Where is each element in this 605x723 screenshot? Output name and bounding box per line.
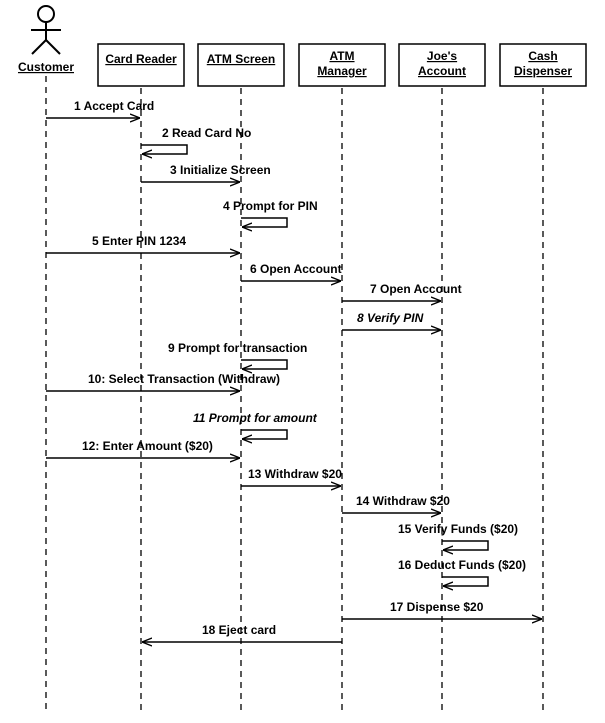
lifeline-head-card-reader: Card Reader: [97, 43, 185, 87]
lifeline-head-customer: Customer: [18, 60, 74, 74]
lifeline-box: [298, 43, 386, 87]
messages: 1 Accept Card 2 Read Card No 3 Initialize …: [46, 99, 542, 642]
message-label: 8 Verify PIN: [357, 311, 424, 325]
message-5: 5 Enter PIN 1234: [46, 234, 240, 253]
message-6: 6 Open Account: [241, 262, 342, 281]
lifeline-label: Account: [418, 64, 466, 78]
message-label: 10: Select Transaction (Withdraw): [88, 372, 280, 386]
message-12: 12: Enter Amount ($20): [46, 439, 240, 458]
self-message-arrow: [241, 359, 288, 369]
actor-stick-figure-icon: [31, 5, 61, 55]
message-2: 2 Read Card No: [141, 126, 251, 154]
message-7: 7 Open Account: [342, 282, 462, 301]
self-message-arrow: [241, 429, 288, 439]
lifeline-label: Manager: [317, 64, 367, 78]
message-label: 16 Deduct Funds ($20): [398, 558, 526, 572]
message-15: 15 Verify Funds ($20): [398, 522, 518, 550]
message-4: 4 Prompt for PIN: [223, 199, 318, 227]
lifeline-label: Card Reader: [105, 52, 177, 66]
lifeline-label: Cash: [528, 49, 557, 63]
message-11: 11 Prompt for amount: [193, 411, 318, 439]
message-label: 13 Withdraw $20: [248, 467, 342, 481]
message-label: 4 Prompt for PIN: [223, 199, 318, 213]
lifeline-label: Customer: [18, 60, 74, 74]
message-label: 1 Accept Card: [74, 99, 154, 113]
message-16: 16 Deduct Funds ($20): [398, 558, 526, 586]
message-8: 8 Verify PIN: [342, 311, 441, 330]
lifeline-label: Dispenser: [514, 64, 572, 78]
lifeline-head-atm-screen: ATM Screen: [197, 43, 285, 87]
message-label: 6 Open Account: [250, 262, 342, 276]
message-label: 11 Prompt for amount: [193, 411, 318, 425]
lifeline-label: ATM: [329, 49, 354, 63]
message-label: 14 Withdraw $20: [356, 494, 450, 508]
self-message-arrow: [442, 540, 489, 550]
self-message-arrow: [141, 144, 188, 154]
self-message-arrow: [442, 576, 489, 586]
message-17: 17 Dispense $20: [342, 600, 542, 619]
message-18: 18 Eject card: [142, 623, 342, 642]
message-label: 3 Initialize Screen: [170, 163, 271, 177]
message-label: 2 Read Card No: [162, 126, 251, 140]
lifeline-box: [97, 43, 185, 87]
message-14: 14 Withdraw $20: [342, 494, 450, 513]
message-9: 9 Prompt for transaction: [168, 341, 307, 369]
message-label: 9 Prompt for transaction: [168, 341, 307, 355]
message-13: 13 Withdraw $20: [241, 467, 342, 486]
message-3: 3 Initialize Screen: [141, 163, 271, 182]
lifeline-box: [398, 43, 486, 87]
lifeline-box: [197, 43, 285, 87]
message-1: 1 Accept Card: [46, 99, 154, 118]
message-label: 17 Dispense $20: [390, 600, 484, 614]
message-label: 12: Enter Amount ($20): [82, 439, 213, 453]
lifeline-box: [499, 43, 587, 87]
message-10: 10: Select Transaction (Withdraw): [46, 372, 280, 391]
lifelines: [45, 76, 544, 712]
lifeline-label: ATM Screen: [207, 52, 275, 66]
self-message-arrow: [241, 217, 288, 227]
message-label: 5 Enter PIN 1234: [92, 234, 186, 248]
message-label: 15 Verify Funds ($20): [398, 522, 518, 536]
message-label: 7 Open Account: [370, 282, 462, 296]
message-label: 18 Eject card: [202, 623, 276, 637]
lifeline-label: Joe's: [427, 49, 458, 63]
